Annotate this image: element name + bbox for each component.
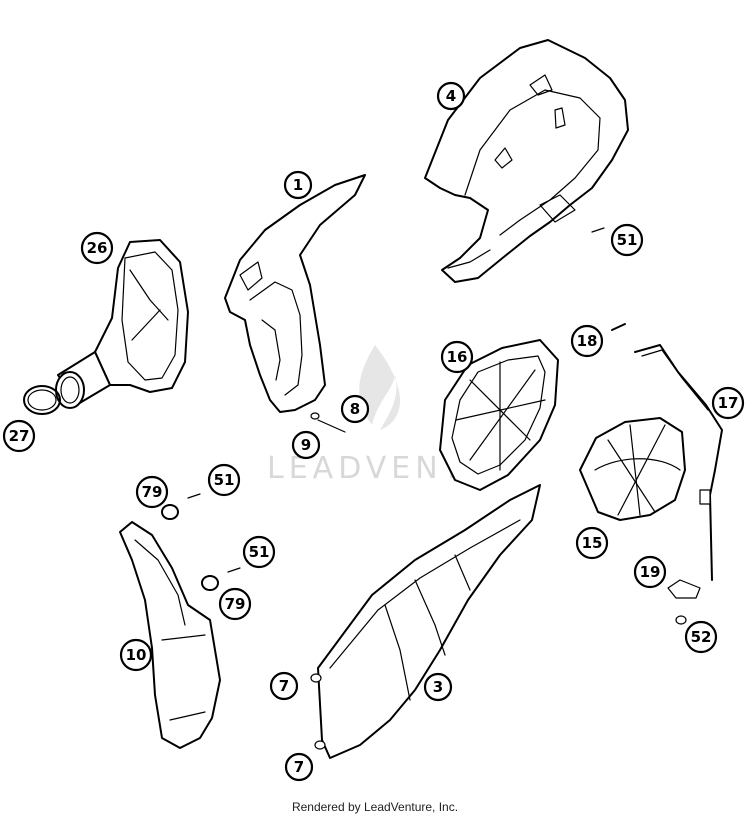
callout-1: 1 xyxy=(283,170,313,200)
svg-text:16: 16 xyxy=(447,348,468,366)
footer-credit: Rendered by LeadVenture, Inc. xyxy=(291,800,459,814)
part-1-front-shroud xyxy=(224,174,366,413)
callout-3: 3 xyxy=(423,672,453,702)
part-10-mud-flap xyxy=(119,521,221,749)
svg-text:8: 8 xyxy=(350,400,360,418)
callout-51-lower: 51 xyxy=(242,535,276,569)
svg-text:18: 18 xyxy=(577,332,598,350)
part-27-clamp xyxy=(23,385,61,415)
part-8-9-screw-washer xyxy=(310,412,346,433)
svg-text:9: 9 xyxy=(301,436,311,454)
svg-text:51: 51 xyxy=(617,231,638,249)
svg-text:10: 10 xyxy=(126,646,147,664)
callout-51-middle: 51 xyxy=(207,463,241,497)
svg-text:79: 79 xyxy=(225,595,246,613)
hardware-79-51-lower xyxy=(201,567,241,591)
svg-text:26: 26 xyxy=(87,239,108,257)
svg-text:7: 7 xyxy=(294,758,304,776)
svg-text:17: 17 xyxy=(718,394,739,412)
part-4-airbox-upper xyxy=(424,39,629,283)
svg-text:51: 51 xyxy=(249,543,270,561)
callout-27: 27 xyxy=(2,419,36,453)
svg-text:15: 15 xyxy=(582,534,603,552)
callout-26: 26 xyxy=(80,231,114,265)
svg-text:4: 4 xyxy=(446,87,456,105)
part-3-side-panel xyxy=(310,484,541,759)
svg-text:51: 51 xyxy=(214,471,235,489)
hardware-51-upper-right xyxy=(591,227,605,233)
part-17-filter-holder xyxy=(634,344,723,581)
svg-text:3: 3 xyxy=(433,678,443,696)
callout-18: 18 xyxy=(570,324,604,358)
part-52-screw xyxy=(675,615,687,625)
callout-17: 17 xyxy=(711,386,745,420)
part-15-air-filter xyxy=(579,417,686,521)
svg-text:79: 79 xyxy=(142,483,163,501)
svg-text:27: 27 xyxy=(9,427,30,445)
part-18-pin xyxy=(611,323,626,331)
svg-text:52: 52 xyxy=(691,628,712,646)
watermark-flame-icon xyxy=(359,345,400,430)
callout-19: 19 xyxy=(633,555,667,589)
callout-15: 15 xyxy=(575,526,609,560)
callout-7-upper: 7 xyxy=(269,671,299,701)
callout-16: 16 xyxy=(440,340,474,374)
svg-text:7: 7 xyxy=(279,677,289,695)
callout-7-lower: 7 xyxy=(284,752,314,782)
callout-10: 10 xyxy=(119,638,153,672)
svg-text:1: 1 xyxy=(293,176,303,194)
callout-79-lower: 79 xyxy=(218,587,252,621)
callout-51-upper-right: 51 xyxy=(610,223,644,257)
part-16-filter-cage xyxy=(439,339,559,491)
callout-79-upper: 79 xyxy=(135,475,169,509)
svg-text:19: 19 xyxy=(640,563,661,581)
callout-52: 52 xyxy=(684,620,718,654)
part-26-intake-boot xyxy=(55,239,189,409)
hardware-79-51-upper xyxy=(161,493,201,520)
callout-4: 4 xyxy=(436,81,466,111)
callout-9: 9 xyxy=(291,430,321,460)
callout-8: 8 xyxy=(340,394,370,424)
part-19-bracket xyxy=(667,579,701,599)
